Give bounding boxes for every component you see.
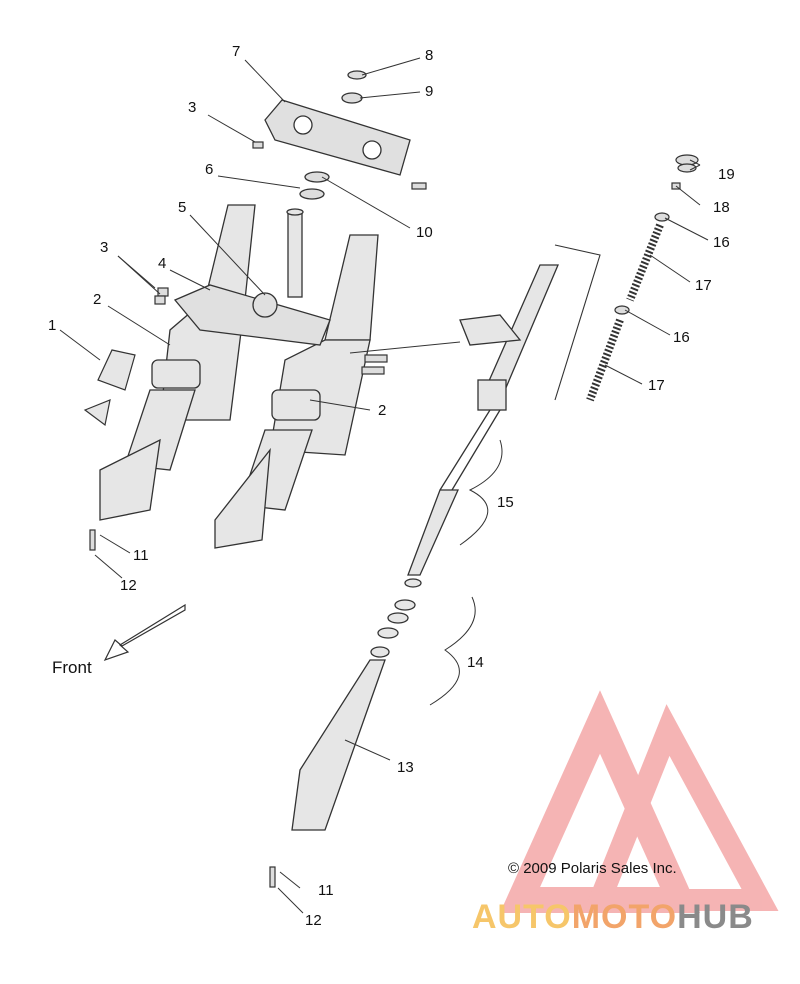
callout-9: 9: [425, 83, 434, 100]
callout-17-lower: 17: [648, 377, 665, 394]
callout-12-lower: 12: [305, 912, 322, 929]
copyright-notice: © 2009 Polaris Sales Inc.: [508, 860, 677, 877]
assembly-brackets: [429, 439, 503, 706]
callout-16-upper: 16: [713, 234, 730, 251]
callout-17-upper: 17: [695, 277, 712, 294]
callout-10: 10: [416, 224, 433, 241]
callout-2-left: 2: [93, 291, 102, 308]
callout-8: 8: [425, 47, 434, 64]
callout-5: 5: [178, 199, 187, 216]
callout-14: 14: [467, 654, 484, 671]
callout-7: 7: [232, 43, 241, 60]
fork-guard: [83, 349, 136, 427]
watermark-brand: AUTOMOTOHUB: [472, 898, 754, 937]
front-label: Front: [52, 658, 92, 677]
callout-2-right: 2: [378, 402, 387, 419]
front-arrow: [103, 603, 186, 662]
brand-part-auto: AUTO: [472, 898, 572, 936]
upper-triple-clamp: [264, 99, 411, 176]
watermark-logo: [499, 690, 779, 913]
inner-fork-assembly: [291, 264, 559, 831]
callout-12-upper: 12: [120, 577, 137, 594]
brand-part-moto: MOTO: [571, 898, 678, 936]
callout-18: 18: [713, 199, 730, 216]
callout-3-left: 3: [100, 239, 109, 256]
callout-4: 4: [158, 255, 167, 272]
callout-19: 19: [718, 166, 735, 183]
callout-16-lower: 16: [673, 329, 690, 346]
brand-part-hub: HUB: [677, 898, 754, 936]
callout-13: 13: [397, 759, 414, 776]
pinch-bolts: [154, 141, 427, 375]
callout-11-lower: 11: [318, 882, 334, 899]
callout-6: 6: [205, 161, 214, 178]
steering-stem: [286, 208, 304, 298]
leader-lines: [59, 57, 709, 914]
callout-1: 1: [48, 317, 57, 334]
lower-triple-clamp: [173, 284, 331, 346]
fork-tube-right: [214, 234, 379, 549]
callout-15: 15: [497, 494, 514, 511]
exploded-bracket-outline: [554, 244, 601, 401]
bearing-seals: [299, 70, 367, 200]
callout-11-upper: 11: [133, 547, 149, 564]
fork-springs: [586, 223, 664, 402]
callout-3-top: 3: [188, 99, 197, 116]
fork-caps: [614, 154, 699, 315]
axle-bolts: [89, 529, 276, 888]
